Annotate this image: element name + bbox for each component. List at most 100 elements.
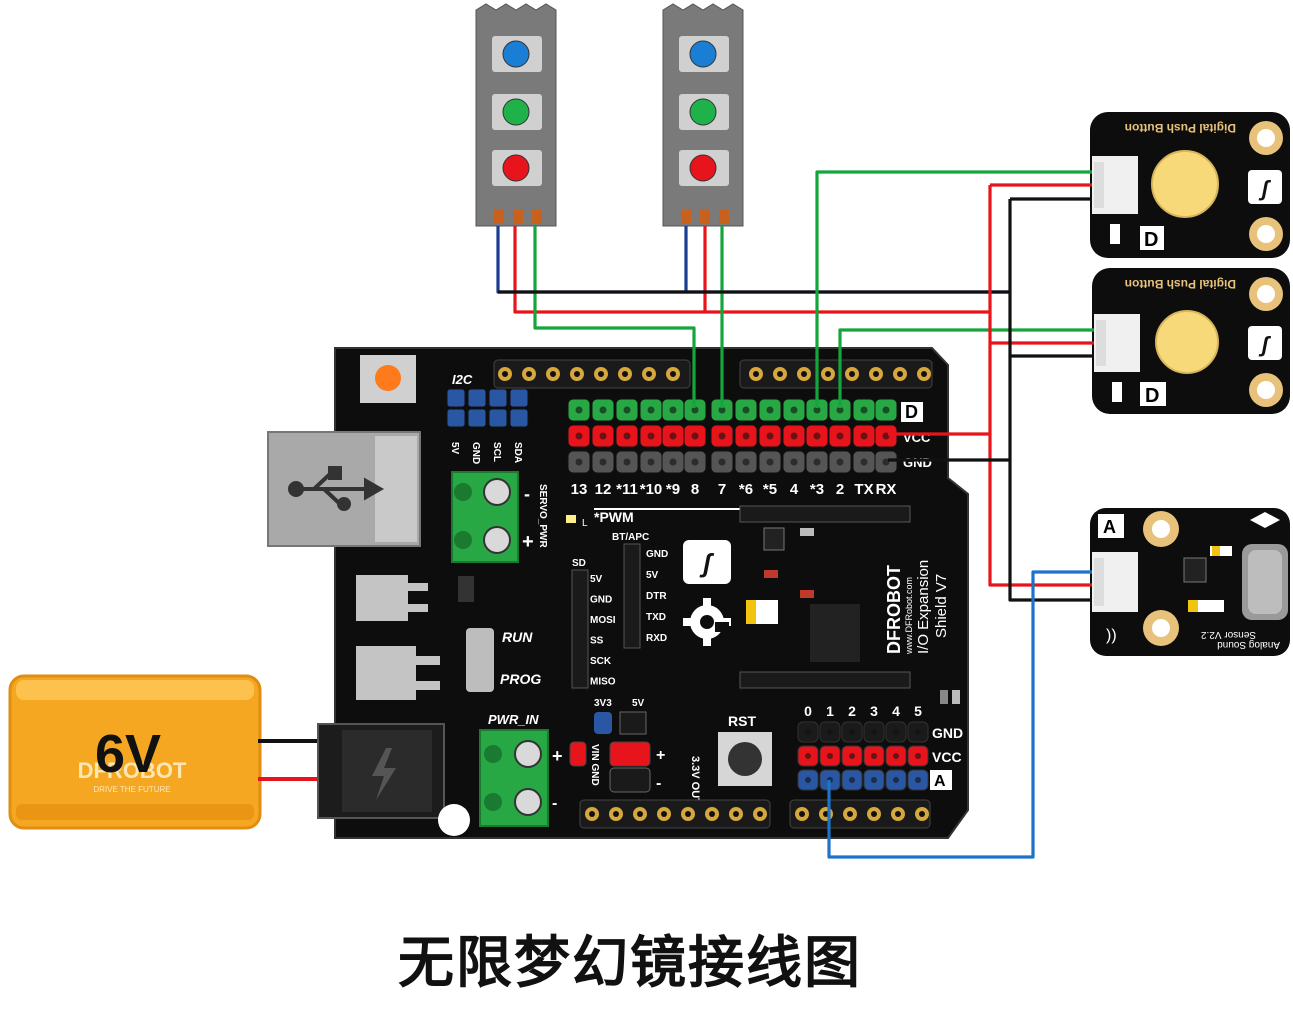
sd-label: SD <box>572 558 586 569</box>
digital-pin-label: 8 <box>691 481 699 498</box>
digital-pin-label: 7 <box>718 481 726 498</box>
battery-brand: DFROBOT <box>78 758 187 783</box>
rgb-led-icon <box>502 98 530 126</box>
rst-label: RST <box>728 713 756 729</box>
bt-apc-label: BT/APC <box>612 532 649 543</box>
digital-pin-label: 2 <box>836 481 844 498</box>
i2c-pin-label: GND <box>470 442 481 464</box>
shield-url: www.DFRobot.com <box>904 577 914 655</box>
vcc-row-label: VCC <box>903 430 931 445</box>
digital-pin-label: *3 <box>810 481 824 498</box>
servo-pwr-label: SERVO_PWR <box>537 484 548 548</box>
analog-pin-label: 5 <box>914 703 922 719</box>
digital-pin-label: *9 <box>666 481 680 498</box>
pwr-in-minus: - <box>552 795 557 812</box>
i2c-pin-label: SDA <box>512 442 523 463</box>
servo-minus: - <box>524 484 530 504</box>
button1-tag: D <box>1144 229 1158 251</box>
analog-sound-sensor-module: A Analog Sound Sensor V2.2 )) <box>1090 508 1290 656</box>
svg-text:ʃ: ʃ <box>699 548 715 578</box>
digital-pin-label: 4 <box>790 481 799 498</box>
l-led-label: L <box>582 518 588 529</box>
sd-pin-label: MISO <box>590 677 616 688</box>
gnd-trunk-wire <box>1008 199 1092 602</box>
sound-tag: A <box>1103 517 1116 537</box>
gnd-row-label: GND <box>903 455 932 470</box>
sound-title-line1: Analog Sound <box>1217 639 1280 650</box>
sound-analog-wire <box>827 570 1092 859</box>
bt-pin-label: TXD <box>646 612 666 623</box>
vin-minus: - <box>656 775 661 792</box>
i2c-pin[interactable] <box>446 388 466 408</box>
i2c-pin[interactable] <box>488 388 508 408</box>
analog-vcc-label: VCC <box>932 749 962 765</box>
i2c-pin-label: SCL <box>491 442 502 462</box>
battery-tagline: DRIVE THE FUTURE <box>93 785 170 794</box>
rgb-led-icon <box>502 154 530 182</box>
digital-pin-label: *11 <box>616 481 638 498</box>
button2-cap-icon[interactable] <box>1155 310 1219 374</box>
pwr-in-plus: + <box>552 746 563 766</box>
rgb-led-icon <box>502 40 530 68</box>
i2c-pin[interactable] <box>488 408 508 428</box>
usb-icon <box>288 466 385 511</box>
digital-pin-label: *10 <box>640 481 663 498</box>
digital-row-label-text: D <box>905 402 918 422</box>
digital-pin-label: 13 <box>571 481 588 498</box>
i2c-pin[interactable] <box>509 388 529 408</box>
pwr-in-label: PWR_IN <box>488 712 539 727</box>
run-label: RUN <box>502 629 533 645</box>
vin-gnd-label: VIN GND <box>589 744 600 786</box>
v5v-label: 5V <box>632 698 645 709</box>
rgb-led-icon <box>689 40 717 68</box>
button2-tag: D <box>1145 385 1159 407</box>
led-module-2 <box>662 3 744 227</box>
shield-version: Shield V7 <box>933 574 950 638</box>
diagram-caption: 无限梦幻镜接线图 <box>398 931 862 996</box>
bt-pin-label: DTR <box>646 591 667 602</box>
rgb-led-icon <box>689 154 717 182</box>
i2c-pin-label: 5V <box>449 442 460 455</box>
bt-pin-label: GND <box>646 549 668 560</box>
vin-plus: + <box>656 747 665 764</box>
digital-pin-label: 12 <box>595 481 612 498</box>
i2c-pin[interactable] <box>509 408 529 428</box>
wires <box>496 170 1094 859</box>
reset-cap-icon <box>375 365 401 391</box>
button1-title: Digital Push Button <box>1125 121 1236 135</box>
sd-pin-label: GND <box>590 595 612 606</box>
rgb-led-icon <box>689 98 717 126</box>
analog-gnd-label: GND <box>932 725 963 741</box>
battery-pack: DFROBOT DRIVE THE FUTURE 6V <box>8 674 262 830</box>
i2c-pin[interactable] <box>446 408 466 428</box>
i2c-pin[interactable] <box>467 408 487 428</box>
sound-title-line2: Sensor V2.2 <box>1201 629 1256 640</box>
analog-pin-label: 0 <box>804 703 812 719</box>
df-logo-icon <box>683 540 731 584</box>
digital-pin-label: TX <box>854 481 873 498</box>
led1-vcc-wire <box>513 226 990 314</box>
pwm-label: *PWM <box>594 509 634 525</box>
hat-icon <box>1250 512 1280 528</box>
servo-plus: + <box>522 531 534 553</box>
i2c-pin[interactable] <box>467 388 487 408</box>
i2c-label: I2C <box>452 372 473 387</box>
push-button-module-1: Digital Push Button ʃ D <box>1090 112 1290 258</box>
prog-label: PROG <box>500 671 541 687</box>
bt-pin-label: 5V <box>646 570 659 581</box>
analog-pin-label: 3 <box>870 703 878 719</box>
analog-pin-label: 1 <box>826 703 834 719</box>
digital-pin-label: *5 <box>763 481 777 498</box>
v3v3-label: 3V3 <box>594 698 612 709</box>
button1-cap-icon[interactable] <box>1151 150 1219 218</box>
battery-voltage-label: 6V <box>95 724 161 784</box>
sd-pin-label: MOSI <box>590 615 616 626</box>
sound-wave-icon: )) <box>1106 627 1117 644</box>
led1-signal-wire <box>533 226 696 408</box>
analog-pin-label: 2 <box>848 703 856 719</box>
sd-pin-label: 5V <box>590 574 603 585</box>
lightning-icon <box>372 748 396 800</box>
